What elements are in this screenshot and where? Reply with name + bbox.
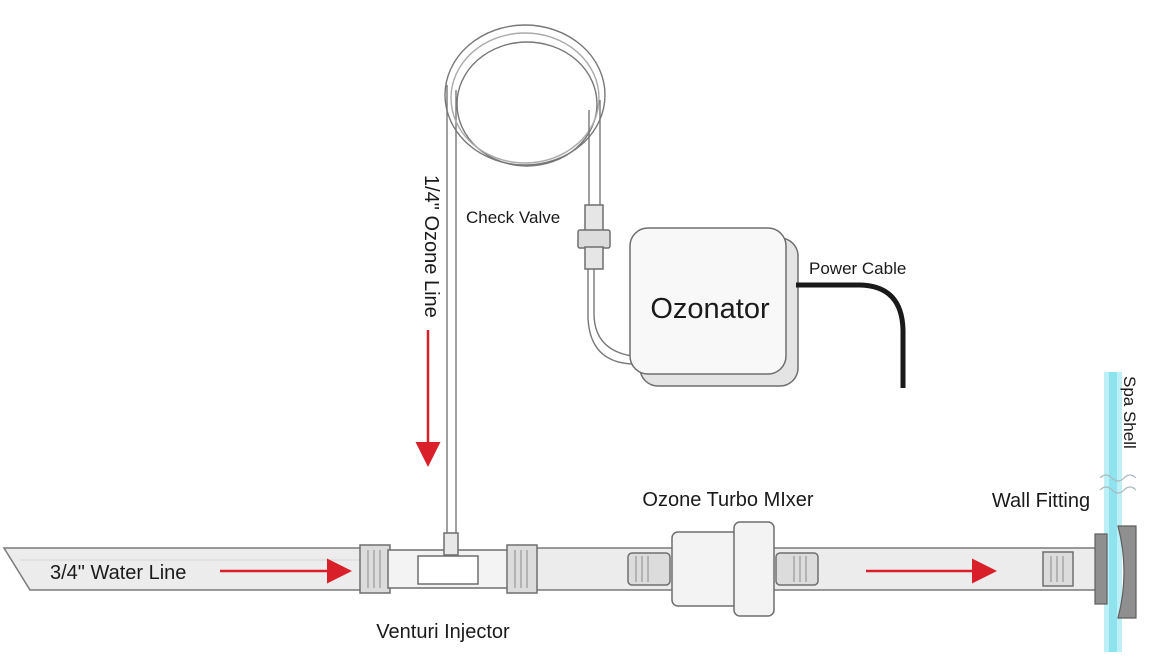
wall-fitting-label: Wall Fitting	[992, 490, 1090, 512]
water-line-label: 3/4" Water Line	[50, 562, 186, 584]
spa-shell	[1099, 372, 1137, 652]
ozonator-box	[629, 227, 799, 387]
ozone-line-label: 1/4" Ozone Line	[420, 175, 442, 318]
power-cable	[796, 282, 906, 388]
wall-fitting	[1042, 525, 1137, 619]
venturi-injector	[387, 532, 509, 589]
injector-right-coupling	[506, 544, 538, 594]
power-cable-label: Power Cable	[809, 259, 906, 278]
check-valve-label: Check Valve	[466, 208, 560, 227]
flow-arrows	[220, 330, 997, 584]
check-valve	[577, 204, 611, 270]
left-coupling	[359, 544, 391, 594]
ozonator-label: Ozonator	[650, 293, 770, 325]
ozone-turbo-mixer-label: Ozone Turbo MIxer	[642, 489, 814, 511]
ozone-line	[444, 24, 633, 533]
venturi-injector-label: Venturi Injector	[376, 621, 510, 643]
spa-shell-label: Spa Shell	[1120, 376, 1139, 449]
ozone-turbo-mixer	[627, 521, 819, 617]
